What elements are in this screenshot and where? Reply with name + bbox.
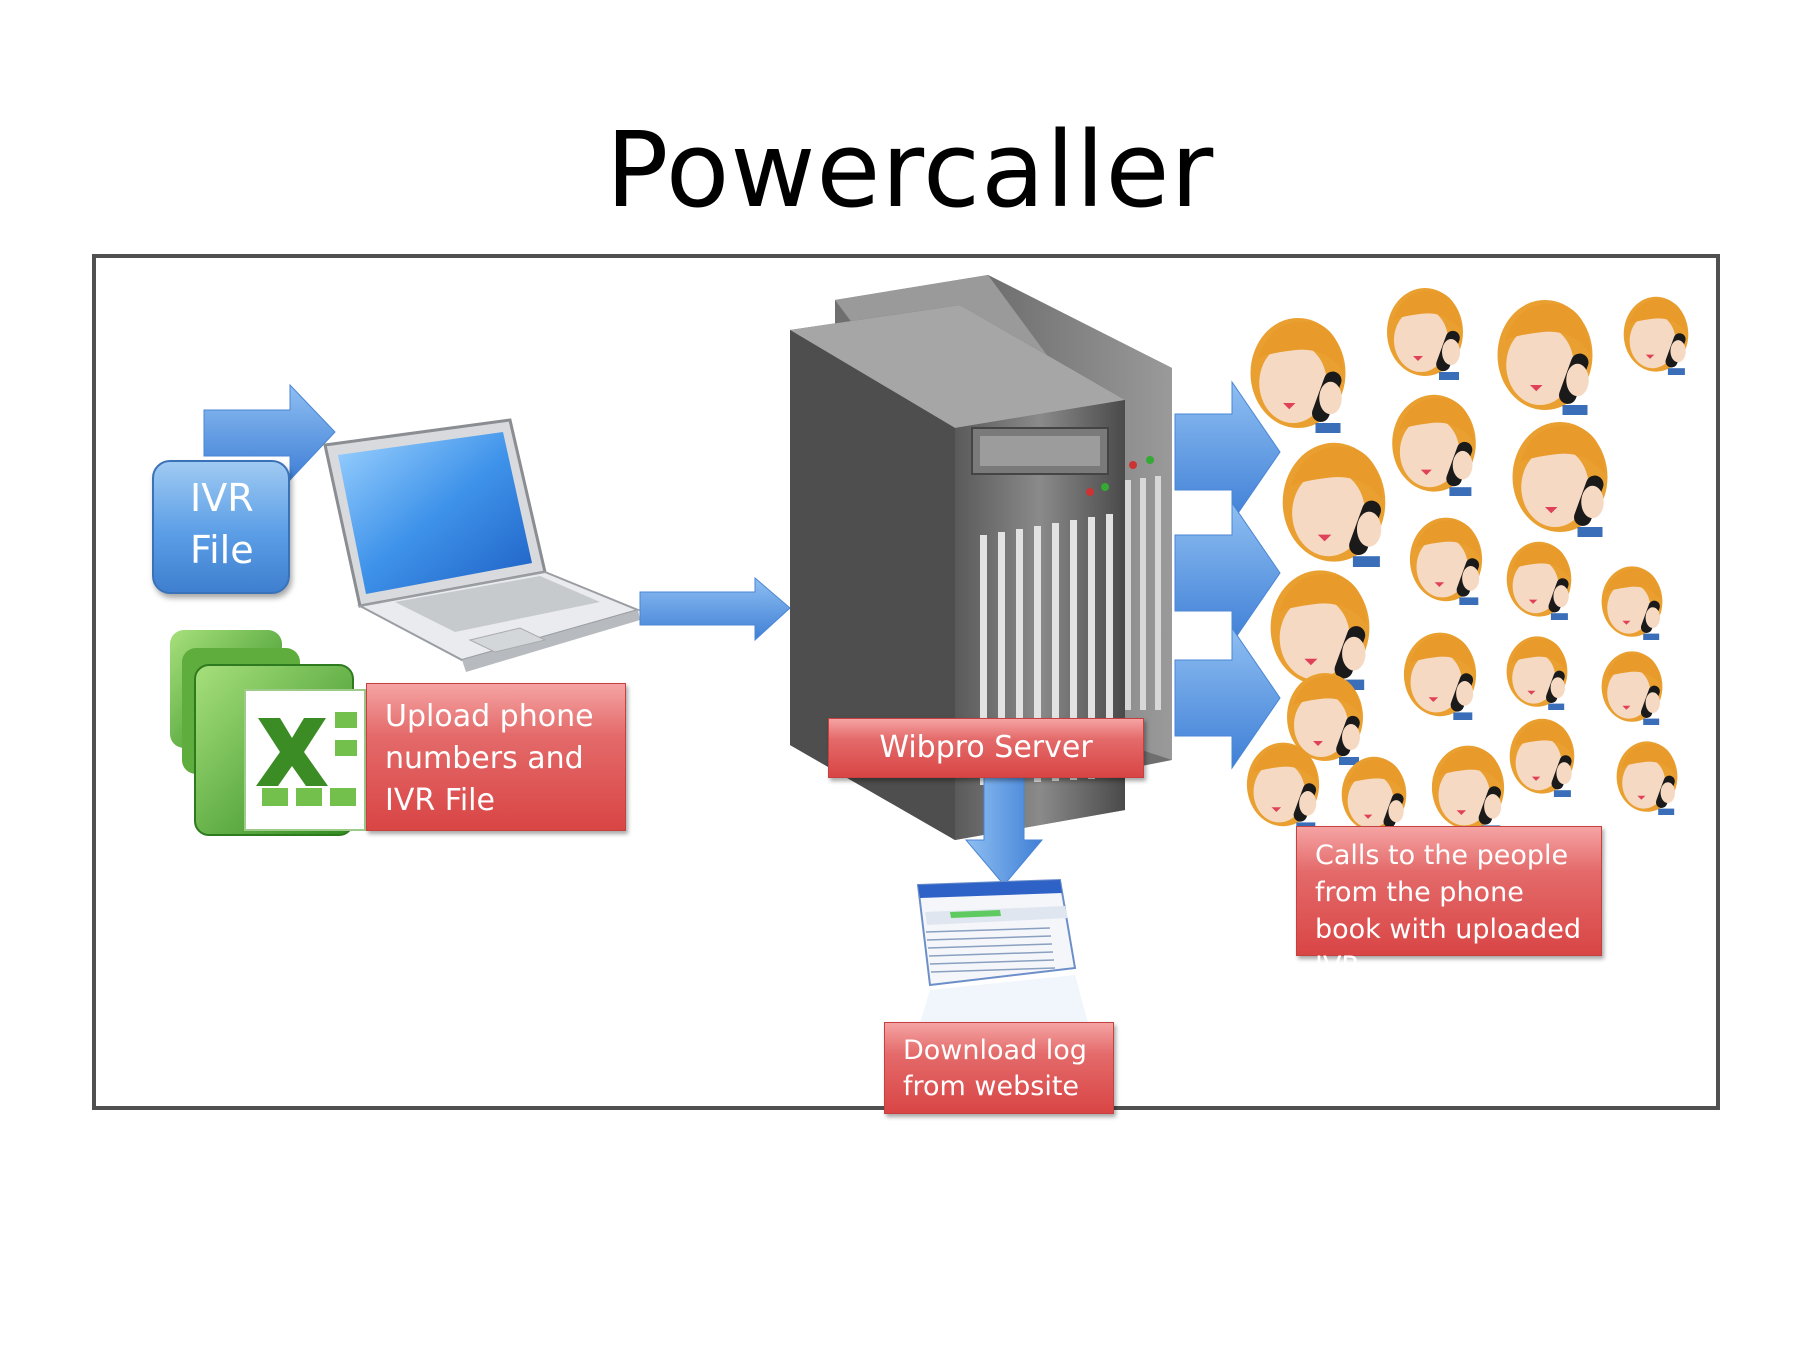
download-label: Download log from website (884, 1022, 1114, 1114)
ivr-file-box: IVR File (152, 460, 290, 594)
excel-icon (170, 630, 366, 836)
arrows-server-to-people (1174, 380, 1281, 770)
arrow-to-laptop (203, 383, 336, 482)
laptop-icon (323, 418, 642, 672)
arrow-server-to-log (964, 774, 1044, 886)
people-crowd (1246, 288, 1689, 835)
upload-label: Upload phone numbers and IVR File (366, 683, 626, 831)
arrow-laptop-to-server (639, 576, 791, 642)
server-label: Wibpro Server (828, 718, 1144, 778)
calls-label: Calls to the people from the phone book … (1296, 826, 1602, 982)
log-window-icon (916, 878, 1090, 1030)
page-title: Powercaller (605, 109, 1215, 231)
